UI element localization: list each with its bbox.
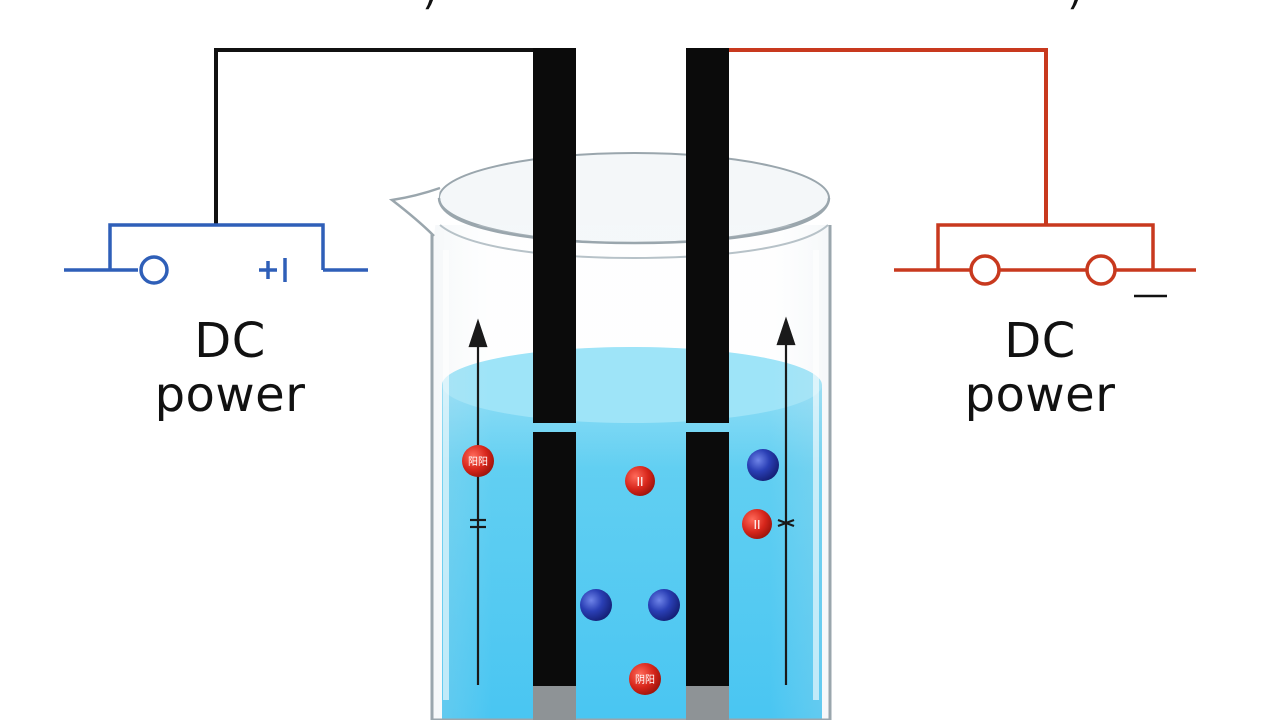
left-power-symbol <box>64 223 368 285</box>
svg-text:): ) <box>1067 0 1083 14</box>
red-ion: II <box>742 509 772 539</box>
left-electrode <box>533 48 576 720</box>
red-ion: II <box>625 466 655 496</box>
red-ion-label: 阳阳 <box>468 456 488 468</box>
left-power-label-line2: power <box>154 367 306 423</box>
right-power-symbol <box>894 223 1196 286</box>
left-power-label-line1: DC <box>194 313 266 369</box>
red-ion: 阳阳 <box>462 445 494 477</box>
right-power-label: DC power <box>930 314 1150 422</box>
red-ion-label: II <box>753 518 760 532</box>
svg-text:): ) <box>422 0 438 14</box>
right-wire <box>728 48 1048 225</box>
red-ion-label: II <box>636 475 643 489</box>
blue-ion <box>648 589 680 621</box>
right-power-label-line2: power <box>964 367 1116 423</box>
beaker-spout <box>388 186 441 237</box>
blue-ion <box>580 589 612 621</box>
right-ion-arrow <box>776 316 796 685</box>
right-electrode <box>686 48 729 720</box>
red-ion-label: 阴阳 <box>635 674 655 686</box>
right-power-label-line1: DC <box>1004 313 1076 369</box>
red-ion: 阴阳 <box>629 663 661 695</box>
left-power-label: DC power <box>120 314 340 422</box>
left-wire <box>214 48 536 225</box>
blue-ion <box>747 449 779 481</box>
left-ion-arrow <box>468 318 488 685</box>
